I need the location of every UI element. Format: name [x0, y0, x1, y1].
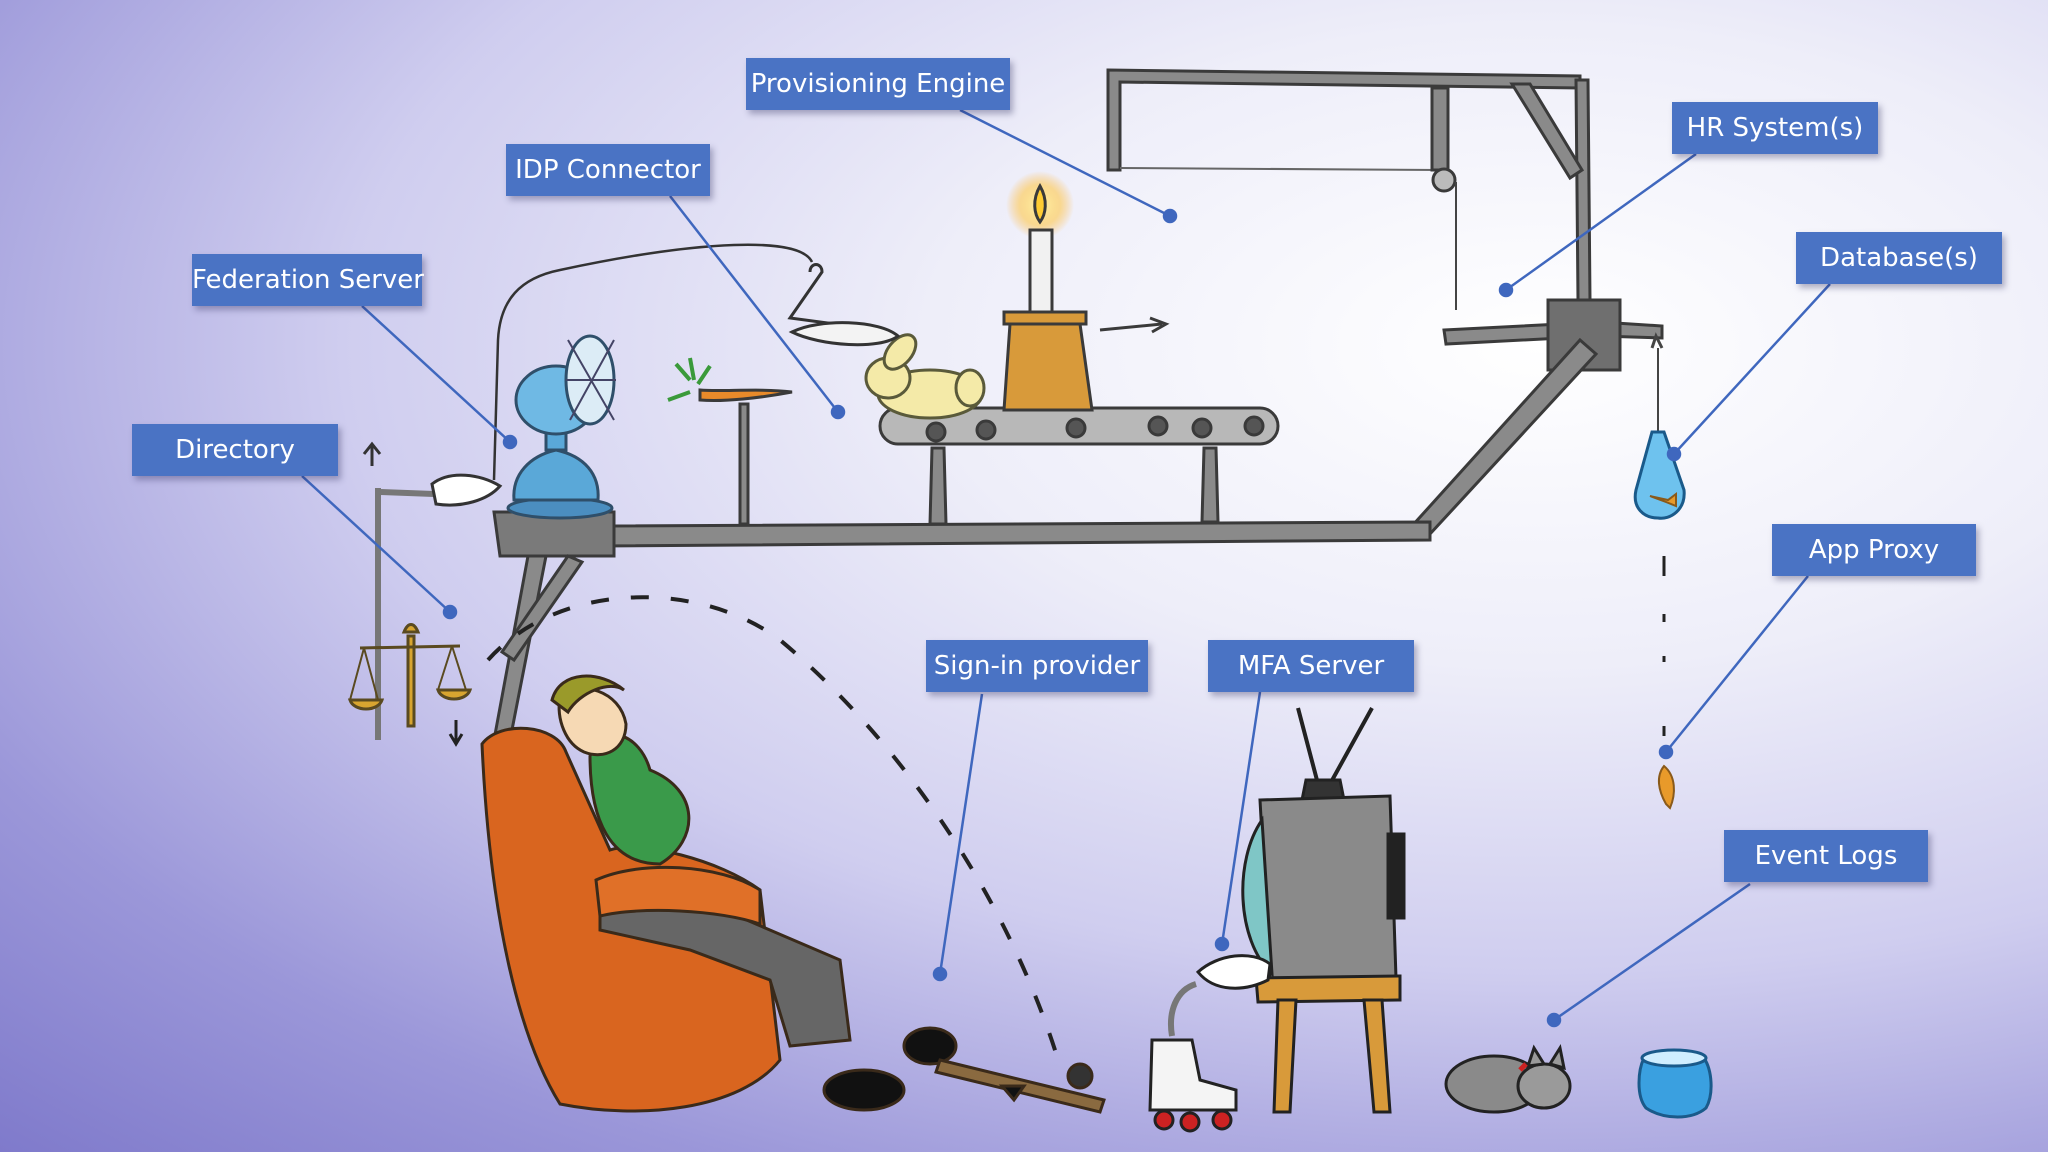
rabbit: [864, 333, 986, 420]
gloved-hand-fan: [362, 441, 503, 740]
label-sign-in-provider: Sign-in provider: [926, 640, 1148, 692]
hanger: [492, 243, 901, 481]
roller-skate-hand: [1148, 954, 1272, 1133]
label-mfa-server: MFA Server: [1208, 640, 1414, 692]
conveyor-belt: [878, 406, 1280, 526]
ball-trajectory: [486, 595, 1062, 1067]
armchair-person: [480, 674, 958, 1113]
label-databases: Database(s): [1796, 232, 2002, 284]
gantry-frame: [1106, 68, 1664, 536]
label-federation-server: Federation Server: [192, 254, 424, 306]
label-hr-systems: HR System(s): [1672, 102, 1878, 154]
sleeping-cat: [1444, 1044, 1572, 1114]
label-app-proxy: App Proxy: [1772, 524, 1976, 576]
television: [1241, 707, 1406, 1114]
carrot: [667, 357, 793, 526]
label-directory: Directory: [132, 424, 338, 476]
fishbowl: [1637, 1048, 1713, 1119]
label-event-logs: Event Logs: [1724, 830, 1928, 882]
fish-bag: [1633, 332, 1686, 810]
fan: [506, 334, 616, 520]
label-idp-connector: IDP Connector: [506, 144, 710, 196]
leader-lines: [301, 108, 1831, 1028]
seesaw: [934, 1058, 1106, 1114]
balance-scale: [347, 623, 473, 747]
main-beam: [492, 510, 1432, 742]
label-provisioning-engine: Provisioning Engine: [746, 58, 1010, 110]
candle: [1002, 171, 1170, 412]
